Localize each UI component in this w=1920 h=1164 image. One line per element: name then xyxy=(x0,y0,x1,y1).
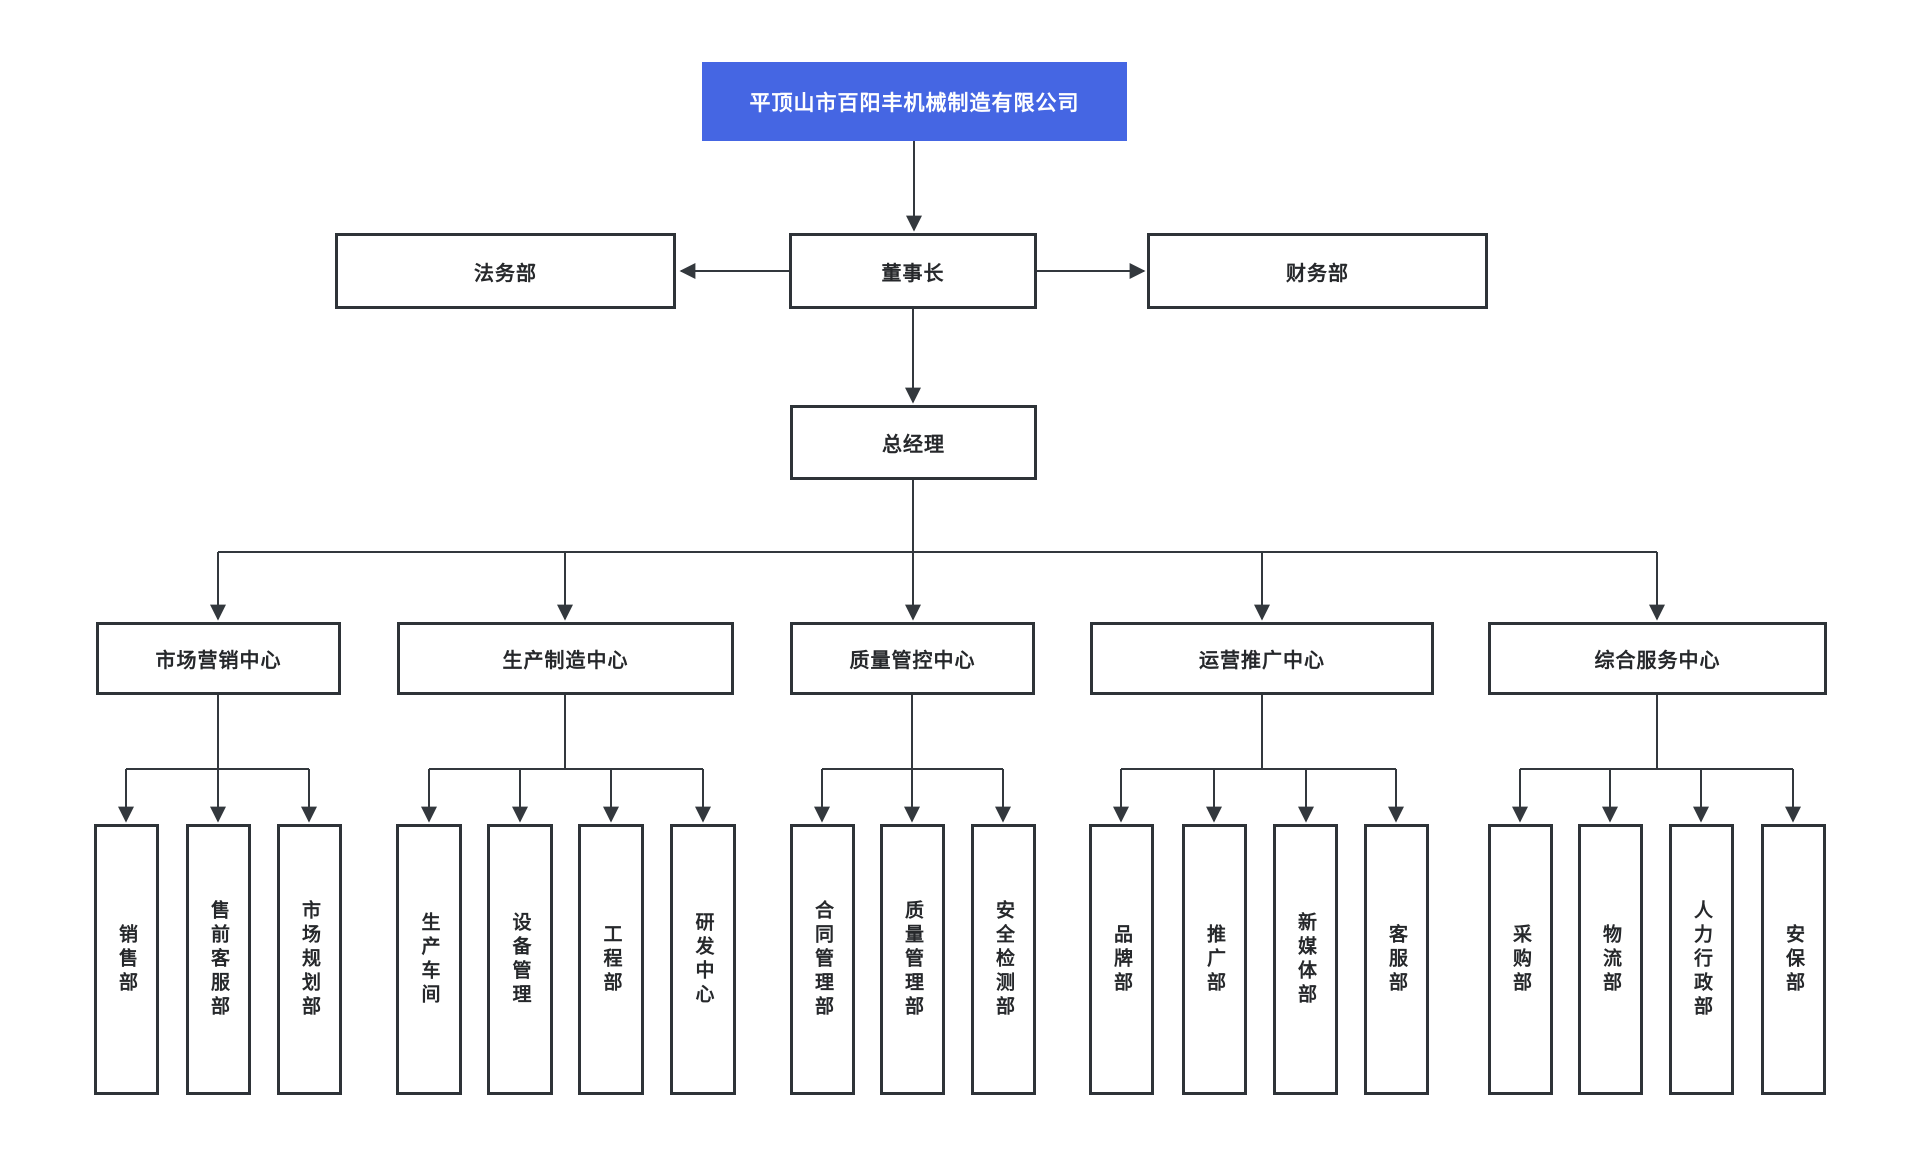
leaf-procurement-dept: 采购部 xyxy=(1488,824,1553,1095)
leaf-contract-management-dept-label: 合同管理部 xyxy=(812,899,833,1020)
leaf-promotion-dept: 推广部 xyxy=(1182,824,1247,1095)
center-node-production: 生产制造中心 xyxy=(397,622,734,695)
leaf-customer-service-dept-label: 客服部 xyxy=(1386,923,1407,996)
leaf-production-workshop-label: 生产车间 xyxy=(418,911,440,1008)
finance-dept-label: 财务部 xyxy=(1286,262,1349,285)
leaf-market-planning-dept-label: 市场规划部 xyxy=(299,899,320,1020)
leaf-brand-dept-label: 品牌部 xyxy=(1111,923,1132,996)
general-manager-label: 总经理 xyxy=(882,434,945,456)
leaf-security-dept-label: 安保部 xyxy=(1783,923,1804,996)
legal-dept-node: 法务部 xyxy=(335,233,676,309)
leaf-engineering-dept: 工程部 xyxy=(578,824,644,1095)
leaf-logistics-dept: 物流部 xyxy=(1578,824,1643,1095)
leaf-rd-center: 研发中心 xyxy=(670,824,736,1095)
center-node-general-services: 综合服务中心 xyxy=(1488,622,1827,695)
center-label-marketing: 市场营销中心 xyxy=(155,650,282,672)
leaf-sales-dept-label: 销售部 xyxy=(116,923,137,996)
leaf-quality-management-dept: 质量管理部 xyxy=(880,824,945,1095)
root-company-node: 平顶山市百阳丰机械制造有限公司 xyxy=(702,62,1127,141)
center-label-production: 生产制造中心 xyxy=(502,650,629,672)
leaf-rd-center-label: 研发中心 xyxy=(692,911,714,1008)
leaf-equipment-management: 设备管理 xyxy=(487,824,553,1095)
leaf-procurement-dept-label: 采购部 xyxy=(1510,923,1531,996)
leaf-equipment-management-label: 设备管理 xyxy=(509,911,531,1008)
chairman-node: 董事长 xyxy=(789,233,1037,309)
chairman-label: 董事长 xyxy=(881,262,945,285)
leaf-promotion-dept-label: 推广部 xyxy=(1204,923,1225,996)
leaf-customer-service-dept: 客服部 xyxy=(1364,824,1429,1095)
center-label-general-services: 综合服务中心 xyxy=(1594,650,1721,672)
leaf-security-dept: 安保部 xyxy=(1761,824,1826,1095)
leaf-market-planning-dept: 市场规划部 xyxy=(277,824,342,1095)
leaf-hr-admin-dept: 人力行政部 xyxy=(1669,824,1734,1095)
center-node-quality: 质量管控中心 xyxy=(790,622,1035,695)
finance-dept-node: 财务部 xyxy=(1147,233,1488,309)
leaf-production-workshop: 生产车间 xyxy=(396,824,462,1095)
center-node-marketing: 市场营销中心 xyxy=(96,622,341,695)
general-manager-node: 总经理 xyxy=(790,405,1037,480)
leaf-safety-inspection-dept: 安全检测部 xyxy=(971,824,1036,1095)
leaf-new-media-dept-label: 新媒体部 xyxy=(1295,911,1316,1008)
leaf-sales-dept: 销售部 xyxy=(94,824,159,1095)
root-company-label: 平顶山市百阳丰机械制造有限公司 xyxy=(749,91,1080,115)
leaf-contract-management-dept: 合同管理部 xyxy=(790,824,855,1095)
leaf-new-media-dept: 新媒体部 xyxy=(1273,824,1338,1095)
legal-dept-label: 法务部 xyxy=(474,262,537,285)
leaf-pre-sales-service-dept-label: 售前客服部 xyxy=(208,899,229,1020)
center-label-operations: 运营推广中心 xyxy=(1199,650,1325,672)
leaf-quality-management-dept-label: 质量管理部 xyxy=(902,899,923,1020)
leaf-brand-dept: 品牌部 xyxy=(1089,824,1154,1095)
leaf-safety-inspection-dept-label: 安全检测部 xyxy=(993,899,1014,1020)
leaf-logistics-dept-label: 物流部 xyxy=(1600,923,1621,996)
leaf-hr-admin-dept-label: 人力行政部 xyxy=(1691,899,1712,1020)
center-node-operations: 运营推广中心 xyxy=(1090,622,1434,695)
leaf-pre-sales-service-dept: 售前客服部 xyxy=(186,824,251,1095)
leaf-engineering-dept-label: 工程部 xyxy=(600,923,622,996)
center-label-quality: 质量管控中心 xyxy=(849,650,976,672)
